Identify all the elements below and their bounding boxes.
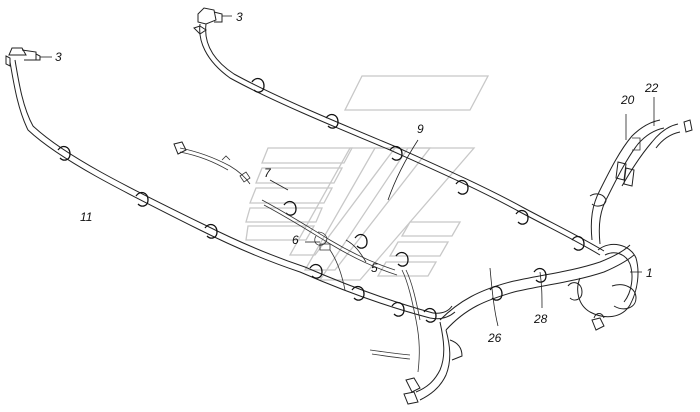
callout-20: 20	[620, 93, 635, 107]
clamps-left-hose	[57, 145, 437, 323]
callout-3-left: 3	[55, 50, 62, 64]
callout-11: 11	[80, 210, 92, 224]
callout-1: 1	[646, 266, 653, 280]
callout-26: 26	[487, 331, 502, 345]
watermark-logo	[245, 75, 490, 281]
callout-9: 9	[417, 122, 424, 136]
hose-right-upper	[589, 119, 693, 245]
callout-7: 7	[264, 166, 272, 180]
leader-lines	[40, 15, 655, 327]
wire-harness-small	[173, 141, 251, 185]
hose-lower-assembly	[369, 243, 639, 405]
callout-22: 22	[644, 81, 659, 95]
callout-5: 5	[371, 261, 378, 275]
clamps-upper-hose	[251, 77, 585, 251]
hose-upper	[193, 7, 605, 256]
callout-28: 28	[533, 312, 548, 326]
hose-left-long	[5, 47, 456, 320]
callout-3-top: 3	[236, 10, 243, 24]
hose-middle	[261, 199, 421, 373]
callout-6: 6	[292, 233, 299, 247]
